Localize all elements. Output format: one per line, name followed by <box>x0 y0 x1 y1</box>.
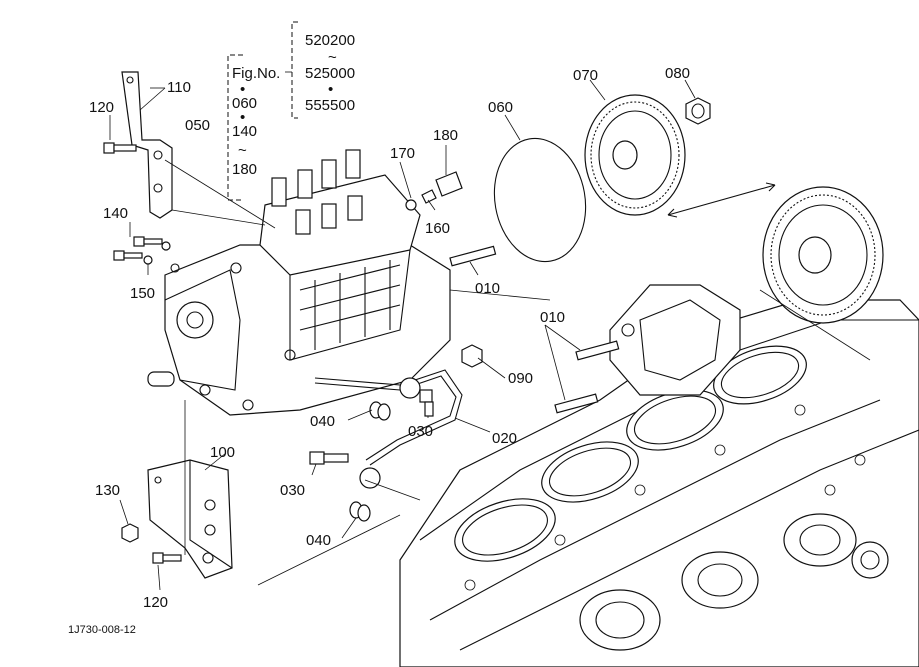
callout-090: 090 <box>508 370 533 387</box>
leader-lines <box>109 79 871 591</box>
serial-525000: 525000 <box>305 65 355 82</box>
gear-case-studs <box>554 340 620 414</box>
callout-170: 170 <box>390 145 415 162</box>
fig-dot-2: • <box>240 109 245 126</box>
fig-range-180: 180 <box>232 161 257 178</box>
callout-110: 110 <box>167 79 191 96</box>
stud-nut <box>461 344 483 368</box>
callout-030-lower: 030 <box>280 482 305 499</box>
fig-tilde-1: ~ <box>238 142 247 159</box>
callout-labels: 110 120 050 140 150 170 180 160 060 070 … <box>89 65 690 611</box>
eye-bolt-lower <box>309 451 349 465</box>
serial-dot: • <box>328 81 333 98</box>
fig-range-140: 140 <box>232 123 257 140</box>
callout-180: 180 <box>433 127 458 144</box>
callout-140: 140 <box>103 205 128 222</box>
lower-bracket <box>147 459 233 579</box>
serial-520200: 520200 <box>305 32 355 49</box>
idler-gear <box>762 186 884 324</box>
gasket-lower <box>349 501 371 522</box>
bracket-bolt-top <box>103 142 137 154</box>
callout-080: 080 <box>665 65 690 82</box>
gear-nut <box>685 97 711 125</box>
banjo-fitting-lower <box>359 467 381 489</box>
callout-100: 100 <box>210 444 235 461</box>
callout-120-bottom: 120 <box>143 594 168 611</box>
callout-050: 050 <box>185 117 210 134</box>
fig-no-title: Fig.No. <box>232 65 280 82</box>
callout-040-upper: 040 <box>310 413 335 430</box>
pump-bolts <box>113 236 171 265</box>
fig-range-060: 060 <box>232 95 257 112</box>
banjo-fitting-upper <box>399 377 421 399</box>
pump-stud <box>449 245 497 267</box>
callout-010-pump: 010 <box>475 280 500 297</box>
drawing-code: 1J730-008-12 <box>68 624 136 636</box>
bracket-bolt-bottom <box>152 552 182 564</box>
cap-180 <box>435 171 463 197</box>
callout-150: 150 <box>130 285 155 302</box>
callout-060: 060 <box>488 99 513 116</box>
mesh-arrowhead-left <box>667 208 678 218</box>
callout-130: 130 <box>95 482 120 499</box>
mesh-indicator <box>667 184 776 216</box>
serial-555500: 555500 <box>305 97 355 114</box>
fig-dot-1: • <box>240 81 245 98</box>
serial-tilde: ~ <box>328 49 337 66</box>
gear-case <box>609 284 741 396</box>
mesh-arrowhead-right <box>765 182 776 192</box>
bracket-nut <box>121 523 139 543</box>
callout-030-upper: 030 <box>408 423 433 440</box>
injection-pump-gear <box>584 94 686 216</box>
callout-020: 020 <box>492 430 517 447</box>
callout-120-top: 120 <box>89 99 114 116</box>
injection-pump <box>147 149 451 416</box>
washer-170 <box>405 199 417 211</box>
gasket-upper <box>369 401 391 421</box>
fig-bracket-right <box>291 21 298 119</box>
o-ring <box>493 137 587 263</box>
figure-reference: Fig.No. • 060 • 140 ~ 180 520200 ~ 52500… <box>227 21 355 201</box>
engine-block <box>399 299 919 667</box>
eye-bolt-upper <box>419 389 434 417</box>
callout-040-lower: 040 <box>306 532 331 549</box>
callout-010-case: 010 <box>540 309 565 326</box>
plug-160 <box>421 189 437 204</box>
callout-070: 070 <box>573 67 598 84</box>
callout-160: 160 <box>425 220 450 237</box>
